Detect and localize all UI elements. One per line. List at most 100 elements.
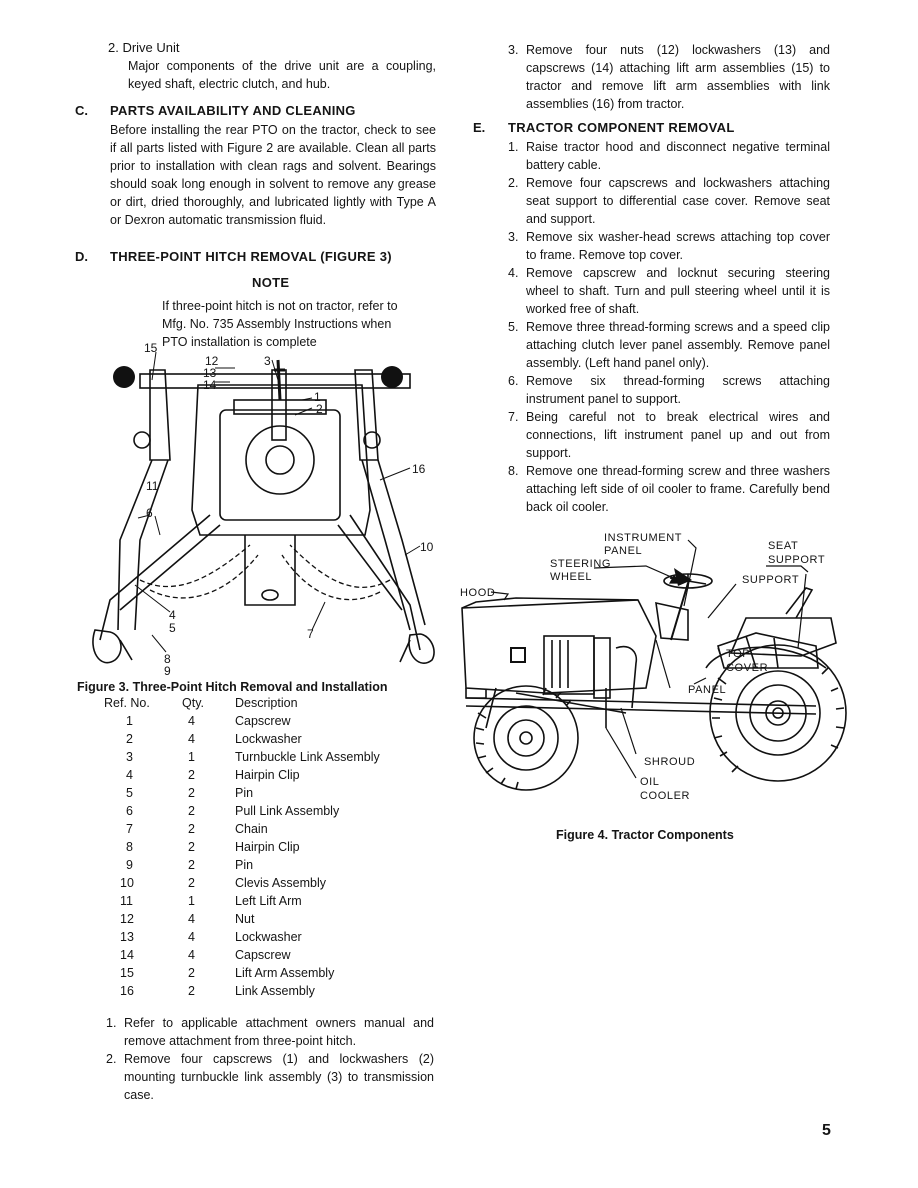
qty: 4 — [188, 930, 195, 944]
step-text: Being careful not to break electrical wi… — [526, 410, 830, 460]
label-hood: HOOD — [460, 587, 496, 599]
qty: 2 — [188, 966, 195, 980]
figure-3-illustration: 15 12 3 13 14 1 2 16 11 6 10 4 5 7 8 9 — [80, 340, 440, 678]
list-item: 7. Being careful not to break electrical … — [508, 408, 830, 462]
parts-table-header: Ref. No. Qty. Description — [104, 696, 435, 714]
step-text: Remove six thread-forming screws attachi… — [526, 374, 830, 406]
description: Capscrew — [235, 714, 291, 728]
callout-12: 12 — [205, 354, 219, 368]
drive-unit-heading: 2. Drive Unit — [108, 40, 180, 55]
description: Link Assembly — [235, 984, 315, 998]
qty: 1 — [188, 894, 195, 908]
label-top-cover-1: TOP — [726, 648, 751, 660]
figure-4-caption: Figure 4. Tractor Components — [556, 828, 734, 842]
page-number: 5 — [822, 1122, 831, 1139]
table-row: 14 4 Capscrew — [104, 948, 435, 966]
header-qty: Qty. — [182, 696, 204, 710]
label-oil-cooler-1: OIL — [640, 776, 660, 788]
step-number: 2. — [508, 176, 519, 190]
description: Lockwasher — [235, 930, 302, 944]
qty: 2 — [188, 876, 195, 890]
list-item: 5.Remove three thread-forming screws and… — [508, 318, 830, 372]
list-item: 1. Refer to applicable attachment owners… — [106, 1014, 434, 1050]
step-number: 6. — [508, 374, 519, 388]
step-number: 1. — [508, 140, 519, 154]
qty: 4 — [188, 732, 195, 746]
ref-no: 10 — [120, 876, 134, 890]
section-d-letter: D. — [75, 249, 88, 264]
callout-1: 1 — [314, 390, 321, 404]
ref-no: 11 — [120, 894, 133, 908]
ref-no: 4 — [126, 768, 133, 782]
description: Left Lift Arm — [235, 894, 302, 908]
label-seat-support-1: SEAT — [768, 540, 799, 552]
list-item: 6. Remove six thread-forming screws attac… — [508, 372, 830, 408]
ref-no: 15 — [120, 966, 134, 980]
step-text: Remove one thread-forming screw and thre… — [526, 464, 830, 514]
section-c-text: Before installing the rear PTO on the tr… — [110, 123, 436, 227]
list-item: 4. Remove capscrew and locknut securing s… — [508, 264, 830, 318]
callout-6: 6 — [146, 506, 153, 520]
section-c-title: PARTS AVAILABILITY AND CLEANING — [110, 103, 356, 118]
header-description: Description — [235, 696, 298, 710]
description: Pull Link Assembly — [235, 804, 340, 818]
list-item: 2. Remove four capscrews and lockwashers … — [508, 174, 830, 228]
qty: 2 — [188, 984, 195, 998]
callout-11: 11 — [146, 479, 159, 493]
step-text: Remove four nuts (12) lockwashers (13) a… — [526, 43, 830, 111]
description: Chain — [235, 822, 268, 836]
step-number: 3. — [508, 43, 519, 57]
callout-16: 16 — [412, 462, 426, 476]
step-number: 7. — [508, 410, 519, 424]
label-top-cover-2: COVER — [726, 662, 769, 674]
label-steering-wheel-2: WHEEL — [550, 571, 593, 583]
label-instrument-panel-1: INSTRUMENT — [604, 532, 683, 544]
qty: 2 — [188, 822, 195, 836]
description: Clevis Assembly — [235, 876, 326, 890]
step-text: Remove capscrew and locknut securing ste… — [526, 266, 830, 316]
description: Lift Arm Assembly — [235, 966, 335, 980]
list-item: 8.Remove one thread-forming screw and th… — [508, 462, 830, 516]
qty: 2 — [188, 804, 195, 818]
section-e-letter: E. — [473, 120, 486, 135]
callout-3: 3 — [264, 354, 271, 368]
qty: 4 — [188, 948, 195, 962]
ref-no: 16 — [120, 984, 134, 998]
description: Hairpin Clip — [235, 840, 300, 854]
qty: 4 — [188, 912, 195, 926]
callout-4: 4 — [169, 608, 176, 622]
description: Hairpin Clip — [235, 768, 300, 782]
step-text: Refer to applicable attachment owners ma… — [124, 1016, 434, 1048]
description: Capscrew — [235, 948, 291, 962]
step-number: 4. — [508, 266, 519, 280]
callout-10: 10 — [420, 540, 434, 554]
ref-no: 12 — [120, 912, 134, 926]
step-text: Remove four capscrews and lockwashers at… — [526, 176, 830, 226]
table-row: 7 2 Chain — [104, 822, 435, 840]
ref-no: 7 — [126, 822, 133, 836]
table-row: 15 2 Lift Arm Assembly — [104, 966, 435, 984]
qty: 2 — [188, 786, 195, 800]
ref-no: 1 — [126, 714, 133, 728]
qty: 2 — [188, 858, 195, 872]
table-row: 16 2 Link Assembly — [104, 984, 435, 1002]
section-e-steps-list: 1.Raise tractor hood and disconnect nega… — [508, 138, 830, 516]
step-text: Remove four capscrews (1) and lockwasher… — [124, 1052, 434, 1102]
drive-unit-text: Major components of the drive unit are a… — [128, 59, 436, 91]
header-ref-no: Ref. No. — [104, 696, 150, 710]
ref-no: 14 — [120, 948, 134, 962]
label-oil-cooler-2: COOLER — [640, 790, 691, 802]
callout-7: 7 — [307, 627, 314, 641]
callout-5: 5 — [169, 621, 176, 635]
note-text: If three-point hitch is not on tractor, … — [162, 299, 398, 349]
ref-no: 2 — [126, 732, 133, 746]
step-number: 5. — [508, 320, 519, 334]
